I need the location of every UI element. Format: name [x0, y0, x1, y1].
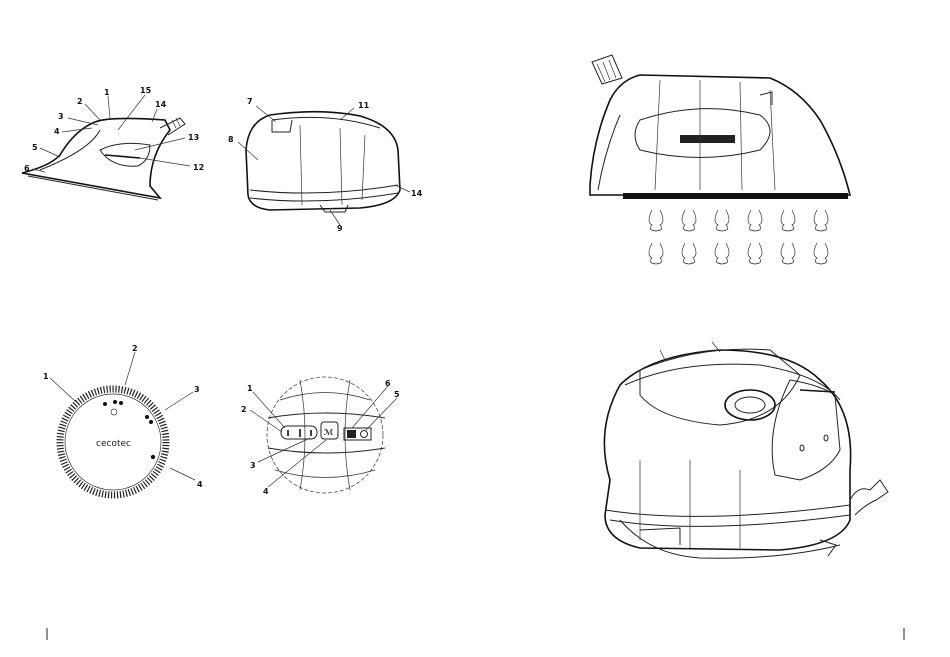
callout-label: 4 — [197, 480, 203, 489]
base-station-figure: 7 11 8 14 9 — [228, 97, 423, 233]
callout-label: 5 — [32, 143, 38, 152]
callout-label: 2 — [241, 405, 247, 414]
iron-steam-figure — [590, 55, 850, 264]
steam-icon: ℳ — [324, 428, 334, 437]
steam-station-figure — [604, 342, 888, 558]
callout-label: 5 — [394, 390, 400, 399]
callout-label: 1 — [43, 372, 49, 381]
callout-label: 3 — [194, 385, 200, 394]
lock-icon — [361, 431, 368, 438]
callout-label: 1 — [104, 88, 110, 97]
steam-drop-icon — [111, 409, 117, 415]
temperature-dial-figure: cecotec 1 2 3 4 — [43, 344, 203, 495]
callout-label: 8 — [228, 135, 234, 144]
control-panel-figure: ℳ 1 2 3 4 5 6 — [241, 377, 400, 496]
callout-label: 2 — [77, 97, 83, 106]
callout-label: 14 — [411, 189, 423, 198]
callout-label: 3 — [58, 112, 64, 121]
callout-label: 14 — [155, 100, 167, 109]
mode-icon — [347, 430, 356, 438]
callout-label: 6 — [24, 164, 30, 173]
brand-logo: cecotec — [96, 439, 131, 449]
callout-label: 1 — [247, 384, 253, 393]
callout-label: 4 — [54, 127, 60, 136]
callout-label: 9 — [337, 224, 343, 233]
callout-label: 12 — [193, 163, 204, 172]
callout-label: 11 — [358, 101, 370, 110]
callout-label: 6 — [385, 379, 391, 388]
callout-label: 13 — [188, 133, 199, 142]
callout-label: 2 — [132, 344, 138, 353]
iron-side-figure: 1 15 14 13 12 2 3 4 5 6 — [22, 86, 204, 200]
callout-label: 3 — [250, 461, 256, 470]
steam-vent-icons — [649, 210, 828, 264]
callout-label: 15 — [140, 86, 152, 95]
callout-label: 7 — [247, 97, 253, 106]
callout-label: 4 — [263, 487, 269, 496]
